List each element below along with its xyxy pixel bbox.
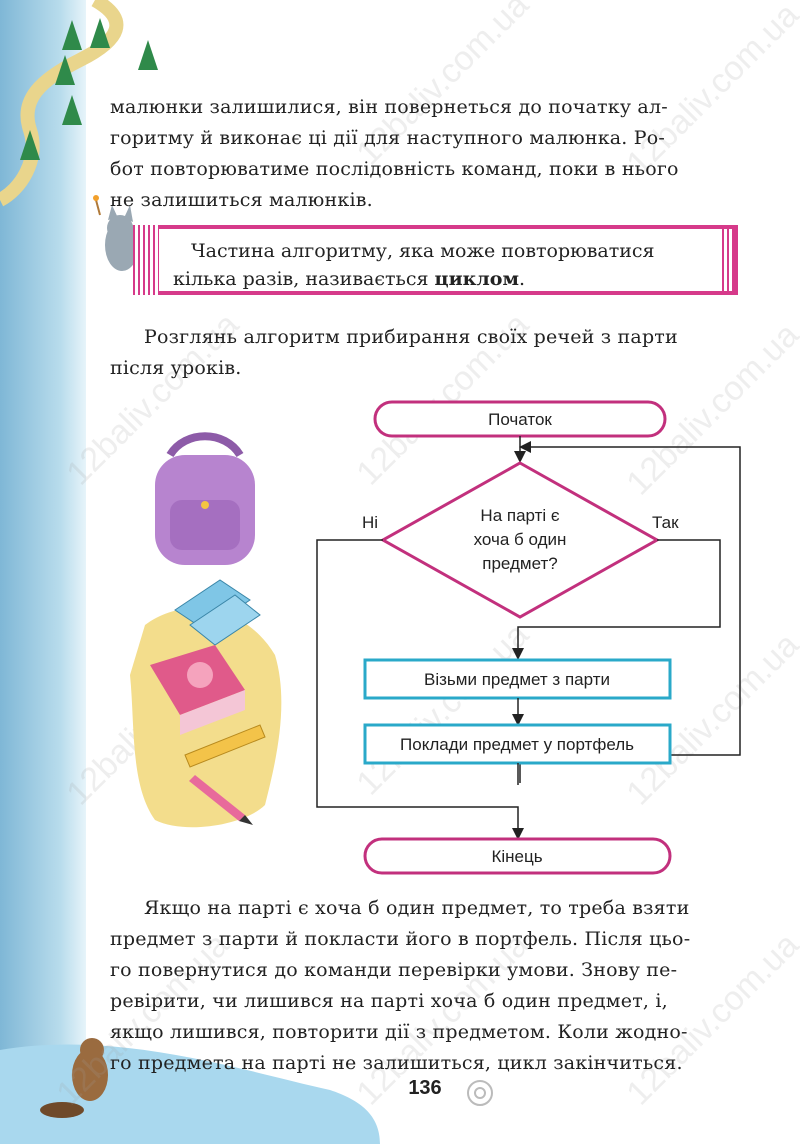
- text-line: після уроків.: [110, 357, 242, 379]
- text-line: якщо лишився, повторити дії з предметом.…: [110, 1021, 688, 1043]
- text-line: не залишиться малюнків.: [110, 189, 373, 211]
- flowchart-condition-line: предмет?: [482, 554, 557, 573]
- flowchart-decision: [379, 461, 661, 619]
- tree-icon: [20, 18, 158, 160]
- book-icon: [150, 645, 245, 735]
- intro-paragraph: Розглянь алгоритм прибирання своїх речей…: [110, 322, 746, 384]
- text-line: го повернутися до команди перевірки умов…: [110, 959, 678, 981]
- pencil-icon: [189, 775, 253, 825]
- text-line: малюнки залишилися, він повернеться до п…: [110, 96, 668, 118]
- flowchart-start-label: Початок: [488, 410, 552, 429]
- page-number: 136: [408, 1077, 442, 1099]
- flowchart-end-label: Кінець: [491, 847, 542, 866]
- flowchart-yes-connector: [512, 539, 721, 660]
- text-line: ревірити, чи лишився на парті хоча б оди…: [110, 990, 668, 1012]
- definition-prefix: кілька разів, називається: [173, 268, 435, 290]
- bottom-paragraph: Якщо на парті є хоча б один предмет, то …: [110, 893, 746, 1079]
- flowchart-end-terminal: [363, 837, 672, 875]
- backpack-icon: [155, 432, 255, 565]
- flowchart: Початок На парті є хоча б один предмет? …: [316, 400, 741, 875]
- text-line: предмет з парти й покласти його в портфе…: [110, 928, 691, 950]
- flowchart-step-put-label: Поклади предмет у портфель: [400, 735, 634, 754]
- cat-mascot-icon: [93, 195, 139, 271]
- flowchart-condition-line: хоча б один: [474, 530, 567, 549]
- text-line: горитму й виконає ці дії для наступного …: [110, 127, 666, 149]
- flowchart-no-connector: [316, 539, 524, 840]
- at-sign-icon: [467, 1080, 493, 1106]
- text-line: го предмета на парті не залишиться, цикл…: [110, 1052, 683, 1074]
- definition-line: Частина алгоритму, яка може повторюватис…: [191, 240, 655, 262]
- definition-term: циклом: [434, 268, 519, 290]
- flowchart-yes-label: Так: [652, 513, 679, 532]
- definition-line: кілька разів, називається циклом.: [173, 265, 713, 293]
- text-line: Розглянь алгоритм прибирання своїх речей…: [144, 326, 678, 348]
- text-line: бот повторюватиме послідовність команд, …: [110, 158, 679, 180]
- text-line: Якщо на парті є хоча б один предмет, то …: [144, 897, 690, 919]
- definition-box: Частина алгоритму, яка може повторюватис…: [133, 225, 738, 295]
- flowchart-step-take-label: Візьми предмет з парти: [424, 670, 610, 689]
- ruler-icon: [184, 724, 266, 768]
- definition-text: Частина алгоритму, яка може повторюватис…: [173, 237, 713, 293]
- flowchart-step-take: [363, 658, 672, 700]
- flowchart-step-put: [363, 723, 672, 765]
- definition-suffix: .: [518, 268, 526, 290]
- flowchart-condition-line: На парті є: [480, 506, 559, 525]
- flowchart-no-label: Ні: [362, 513, 378, 532]
- school-items-illustration: [130, 432, 282, 828]
- beaver-icon: [40, 1038, 108, 1118]
- paper-sheets-icon: [174, 579, 261, 646]
- top-paragraph: малюнки залишилися, він повернеться до п…: [110, 92, 746, 216]
